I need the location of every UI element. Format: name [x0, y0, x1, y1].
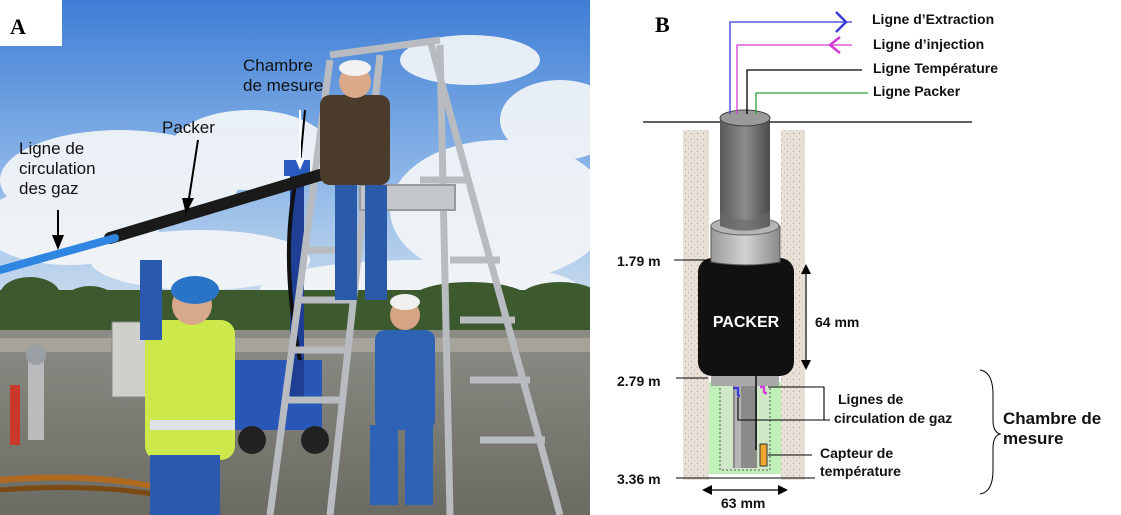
injection-line — [736, 44, 852, 114]
label-ligne-temperature: Ligne Température — [873, 60, 998, 76]
extraction-arrowhead — [835, 11, 848, 33]
label-circulation-de-gaz: circulation de gaz — [834, 410, 952, 426]
depth-label-bottom: 3.36 m — [617, 471, 661, 487]
extraction-line — [729, 21, 852, 114]
gas-lines-leader — [737, 386, 830, 421]
label-ligne-injection: Ligne d’injection — [873, 36, 984, 52]
diameter-label: 63 mm — [721, 495, 765, 511]
label-ligne-de-circulation: Ligne de circulation des gaz — [19, 139, 96, 199]
borehole-schematic: B PACKER L — [617, 11, 1101, 511]
injection-arrowhead — [827, 36, 841, 54]
label-ligne-extraction: Ligne d’Extraction — [872, 11, 994, 27]
label-chamber-line2: de mesure — [243, 76, 324, 95]
panel-b-letter: B — [655, 12, 670, 37]
temperature-line — [746, 69, 862, 114]
label-chambre-de-mesure: Chambre de mesure — [243, 56, 323, 96]
depth-label-top: 1.79 m — [617, 253, 661, 269]
label-chamber-mesure: mesure — [1003, 429, 1063, 448]
worker-foreground — [140, 260, 235, 515]
packer-length-label: 64 mm — [815, 314, 859, 330]
packer-body — [698, 258, 794, 376]
label-gas-line2: circulation — [19, 159, 96, 178]
label-lignes-de: Lignes de — [838, 391, 904, 407]
chamber-top-cap — [711, 374, 779, 386]
depth-label-mid: 2.79 m — [617, 373, 661, 389]
panel-a-letter-background — [0, 0, 62, 46]
label-chambre-de: Chambre de — [1003, 409, 1101, 428]
cable-tube-top — [719, 109, 771, 127]
panel-a-photo: A Chambre de mesure Packer Ligne de circ… — [0, 0, 590, 515]
label-ligne-packer: Ligne Packer — [873, 83, 961, 99]
packer-tube — [104, 169, 326, 244]
field-photo — [0, 0, 590, 515]
label-temperature-sensor: température — [820, 463, 901, 479]
gas-line-tip-injection — [760, 385, 767, 395]
photo-annotation-arrows — [52, 109, 306, 250]
worker-right — [370, 294, 435, 505]
label-packer: Packer — [162, 118, 215, 137]
temperature-sensor — [759, 443, 768, 467]
panel-a-letter: A — [10, 14, 26, 39]
label-chamber-line1: Chambre — [243, 56, 313, 75]
label-gas-line3: des gaz — [19, 179, 79, 198]
cable-tube — [720, 118, 770, 230]
chamber-brace — [979, 369, 1002, 495]
packer-label: PACKER — [713, 314, 780, 331]
packer-length-arrow — [801, 264, 811, 370]
diameter-arrow — [702, 485, 788, 495]
packer-line — [755, 92, 868, 114]
panel-b-schematic: B PACKER L — [590, 0, 1121, 515]
tube-collar — [710, 225, 781, 266]
worker-on-ladder — [320, 60, 390, 300]
label-capteur-de: Capteur de — [820, 445, 893, 461]
gas-line-tip-extraction — [733, 386, 740, 398]
label-gas-line1: Ligne de — [19, 139, 85, 158]
